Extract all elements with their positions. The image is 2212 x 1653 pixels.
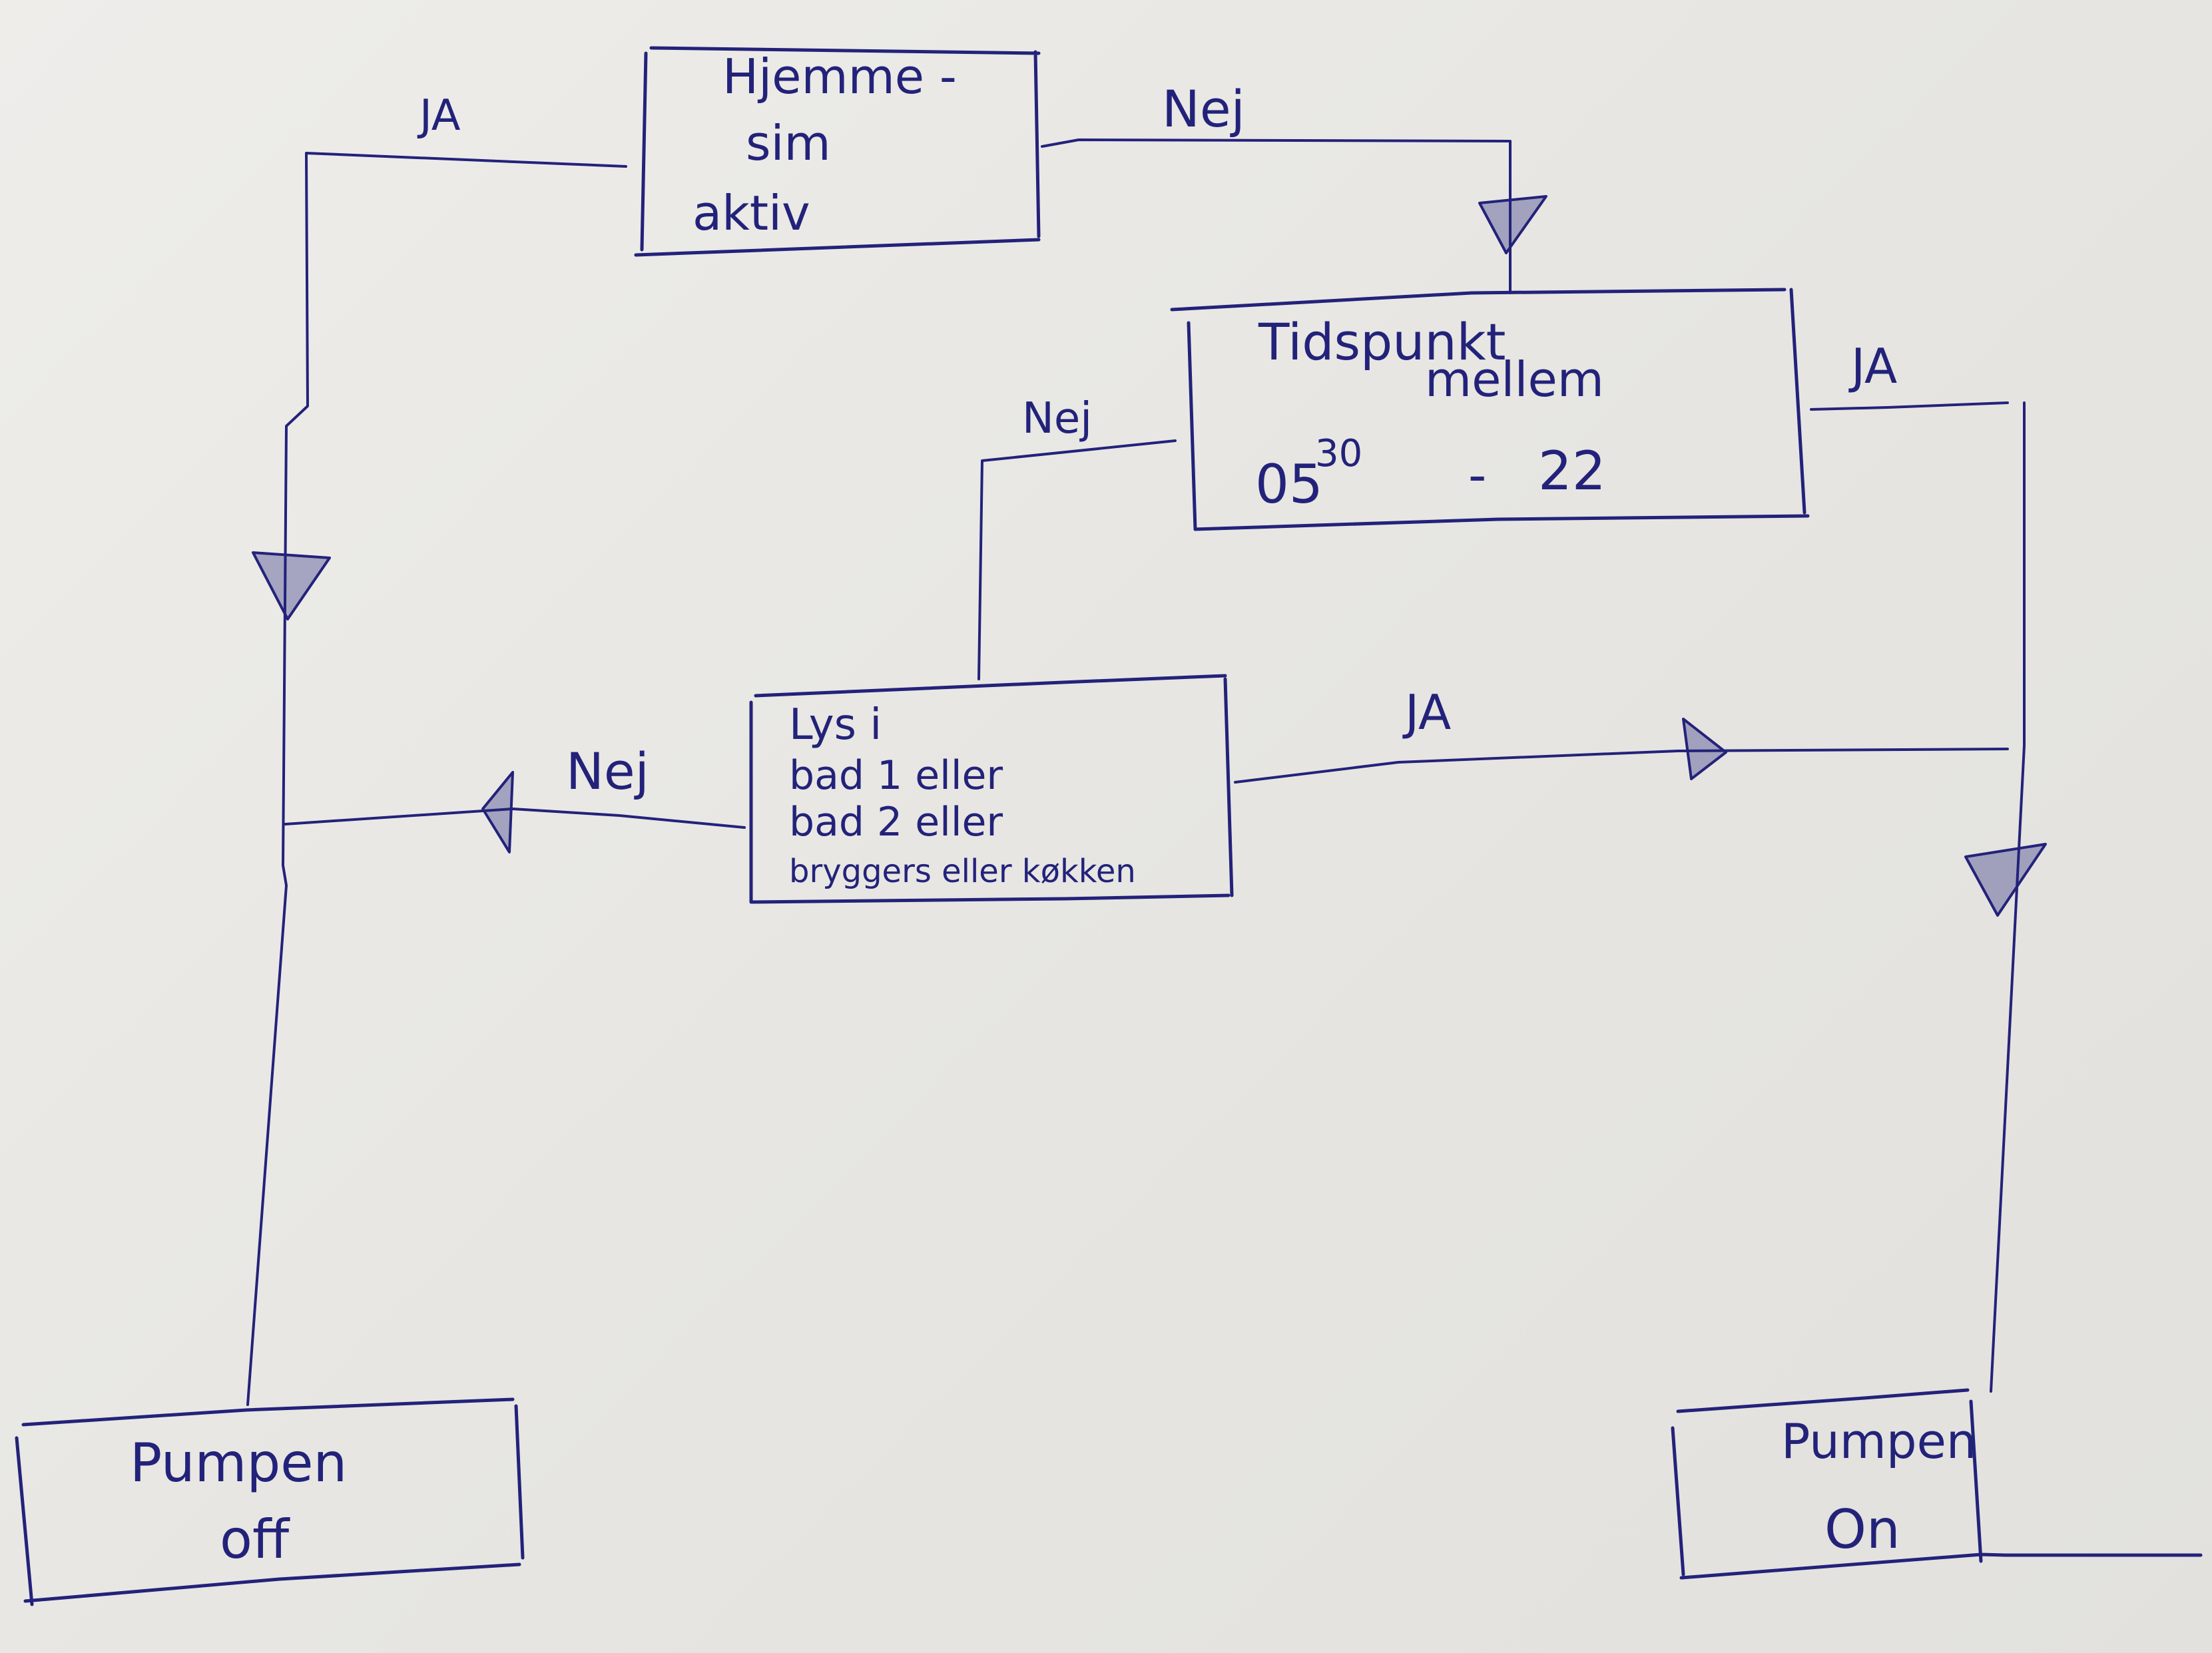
node-pumpen-off-box [15, 1397, 525, 1606]
edge-hjemmesim-nej-tidspunkt: Nej [1041, 79, 1547, 294]
node-hjemmesim-line-2: sim [746, 115, 831, 171]
arrow-left-icon [481, 771, 514, 853]
edge-lys-nej-pumpen-off: Nej [284, 742, 746, 853]
node-tidspunkt-line-1: Tidspunkt [1258, 312, 1506, 371]
node-tidspunkt: Tidspunkt mellem 05 30 - 22 [1170, 288, 1810, 531]
node-tidspunkt-time-end: 22 [1538, 440, 1606, 502]
edge-connector-line [1041, 138, 1512, 294]
edge-label-nej: Nej [1022, 394, 1092, 443]
edge-tidspunkt-nej-lys: Nej [977, 394, 1177, 680]
node-hjemmesim-line-1: Hjemme - [722, 49, 957, 105]
edge-connector-line [1810, 401, 2026, 1393]
node-pumpen-on-line-1: Pumpen [1781, 1413, 1977, 1469]
node-lys-line-2: bad 1 eller [789, 752, 1003, 799]
node-lys-line-4: bryggers eller køkken [789, 853, 1136, 890]
node-tidspunkt-time-dash: - [1468, 445, 1486, 505]
node-tidspunkt-time-start-min: 30 [1315, 432, 1362, 475]
node-lys-line-1: Lys i [789, 700, 882, 750]
arrow-right-icon [1682, 718, 1727, 780]
node-lys-box [749, 674, 1234, 904]
node-pumpen-on-box [1671, 1388, 2203, 1580]
edge-connector-line [284, 808, 746, 829]
node-hjemmesim-box [634, 46, 1041, 257]
edge-connector-line [977, 439, 1177, 680]
node-pumpen-off-line-1: Pumpen [130, 1432, 347, 1494]
edge-hjemmesim-ja-pumpen-off: JA [246, 91, 627, 1406]
node-tidspunkt-time-start-hour: 05 [1255, 453, 1323, 515]
edge-label-ja: JA [417, 91, 461, 140]
edge-label-ja: JA [1402, 684, 1451, 740]
arrow-down-icon [1478, 195, 1547, 254]
edge-label-nej: Nej [566, 742, 649, 801]
edge-tidspunkt-ja-pumpen-on: JA [1810, 338, 2047, 1393]
node-pumpen-on-line-2: On [1824, 1499, 1900, 1560]
node-tidspunkt-line-2: mellem [1425, 352, 1604, 407]
node-lys-line-3: bad 2 eller [789, 799, 1003, 845]
edge-connector-line [1234, 748, 2009, 784]
node-pumpen-on: Pumpen On [1671, 1388, 2203, 1580]
node-hjemmesim-line-3: aktiv [692, 185, 810, 241]
node-hjemmesim: Hjemme - sim aktiv [634, 46, 1041, 257]
edge-label-nej: Nej [1162, 79, 1245, 138]
node-pumpen-off: Pumpen off [15, 1397, 525, 1606]
node-lys: Lys i bad 1 eller bad 2 eller bryggers e… [749, 674, 1234, 904]
arrow-down-icon [1964, 843, 2047, 917]
edge-connector-line [246, 152, 627, 1406]
arrow-down-icon [252, 551, 331, 620]
node-tidspunkt-box [1170, 288, 1810, 531]
edge-lys-ja-pumpen-on: JA [1234, 684, 2009, 784]
node-pumpen-off-line-2: off [220, 1509, 290, 1570]
edge-label-ja: JA [1848, 338, 1897, 394]
